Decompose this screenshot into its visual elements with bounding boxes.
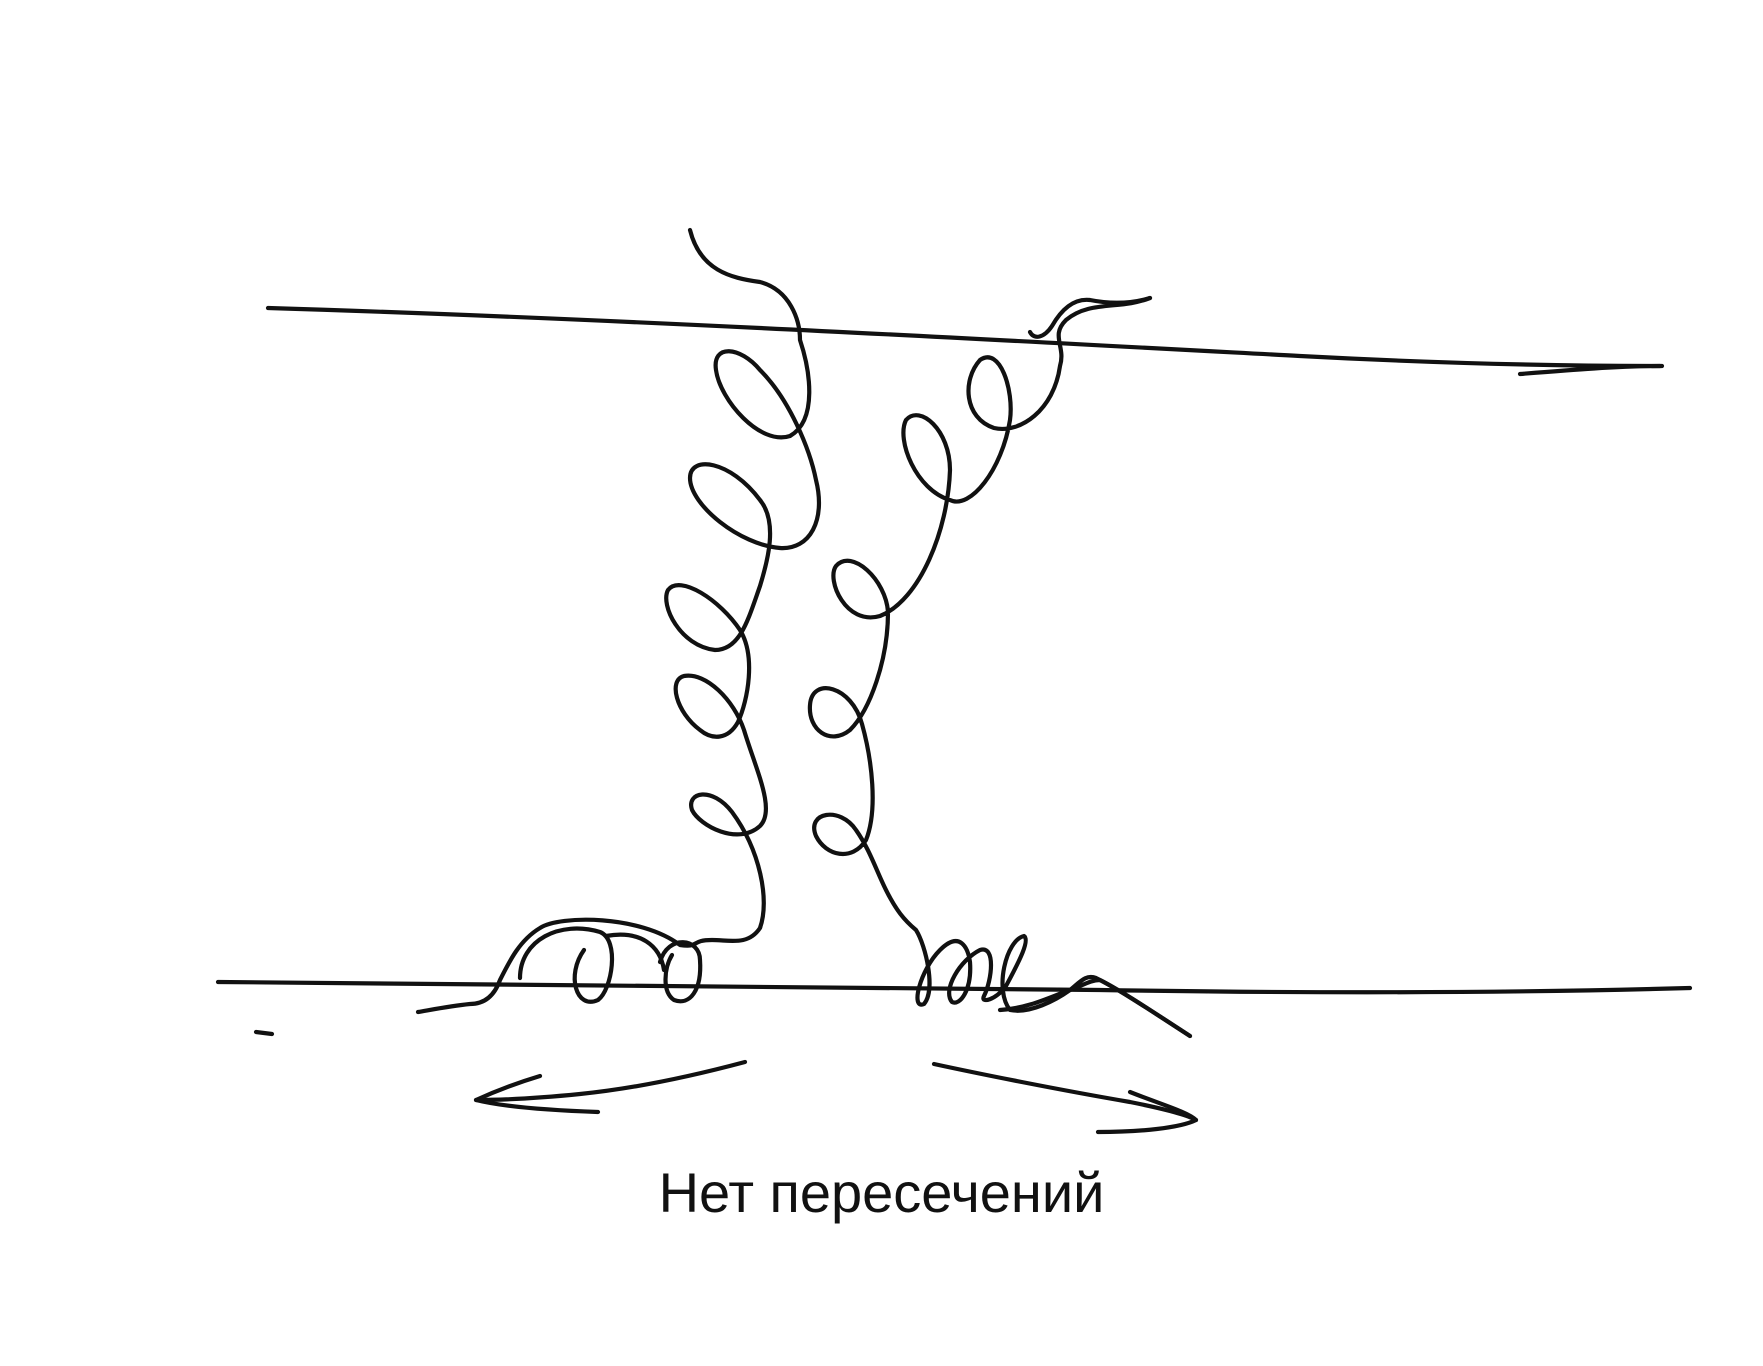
upper-boundary-line-tail bbox=[1517, 363, 1665, 377]
right-base-zigzag bbox=[997, 977, 1193, 1039]
left-base-loop-1 bbox=[517, 926, 615, 1004]
right-top-squiggle bbox=[1027, 295, 1153, 339]
upper-boundary-line bbox=[265, 305, 1663, 369]
right-arrow-shaft bbox=[931, 1061, 1199, 1123]
right-arrow-head bbox=[1095, 1089, 1199, 1135]
left-arrow-shaft bbox=[473, 1059, 748, 1103]
lower-boundary-line bbox=[215, 979, 1693, 995]
right-helix-strand bbox=[807, 295, 1193, 1039]
left-base-loop-3 bbox=[603, 932, 667, 973]
left-base-loop-2 bbox=[657, 940, 703, 1004]
diagram-caption: Нет пересечений bbox=[658, 1161, 1105, 1224]
left-helix-strand bbox=[415, 227, 822, 1015]
stray-mark bbox=[253, 1029, 275, 1037]
left-arrow-head bbox=[473, 1073, 601, 1115]
